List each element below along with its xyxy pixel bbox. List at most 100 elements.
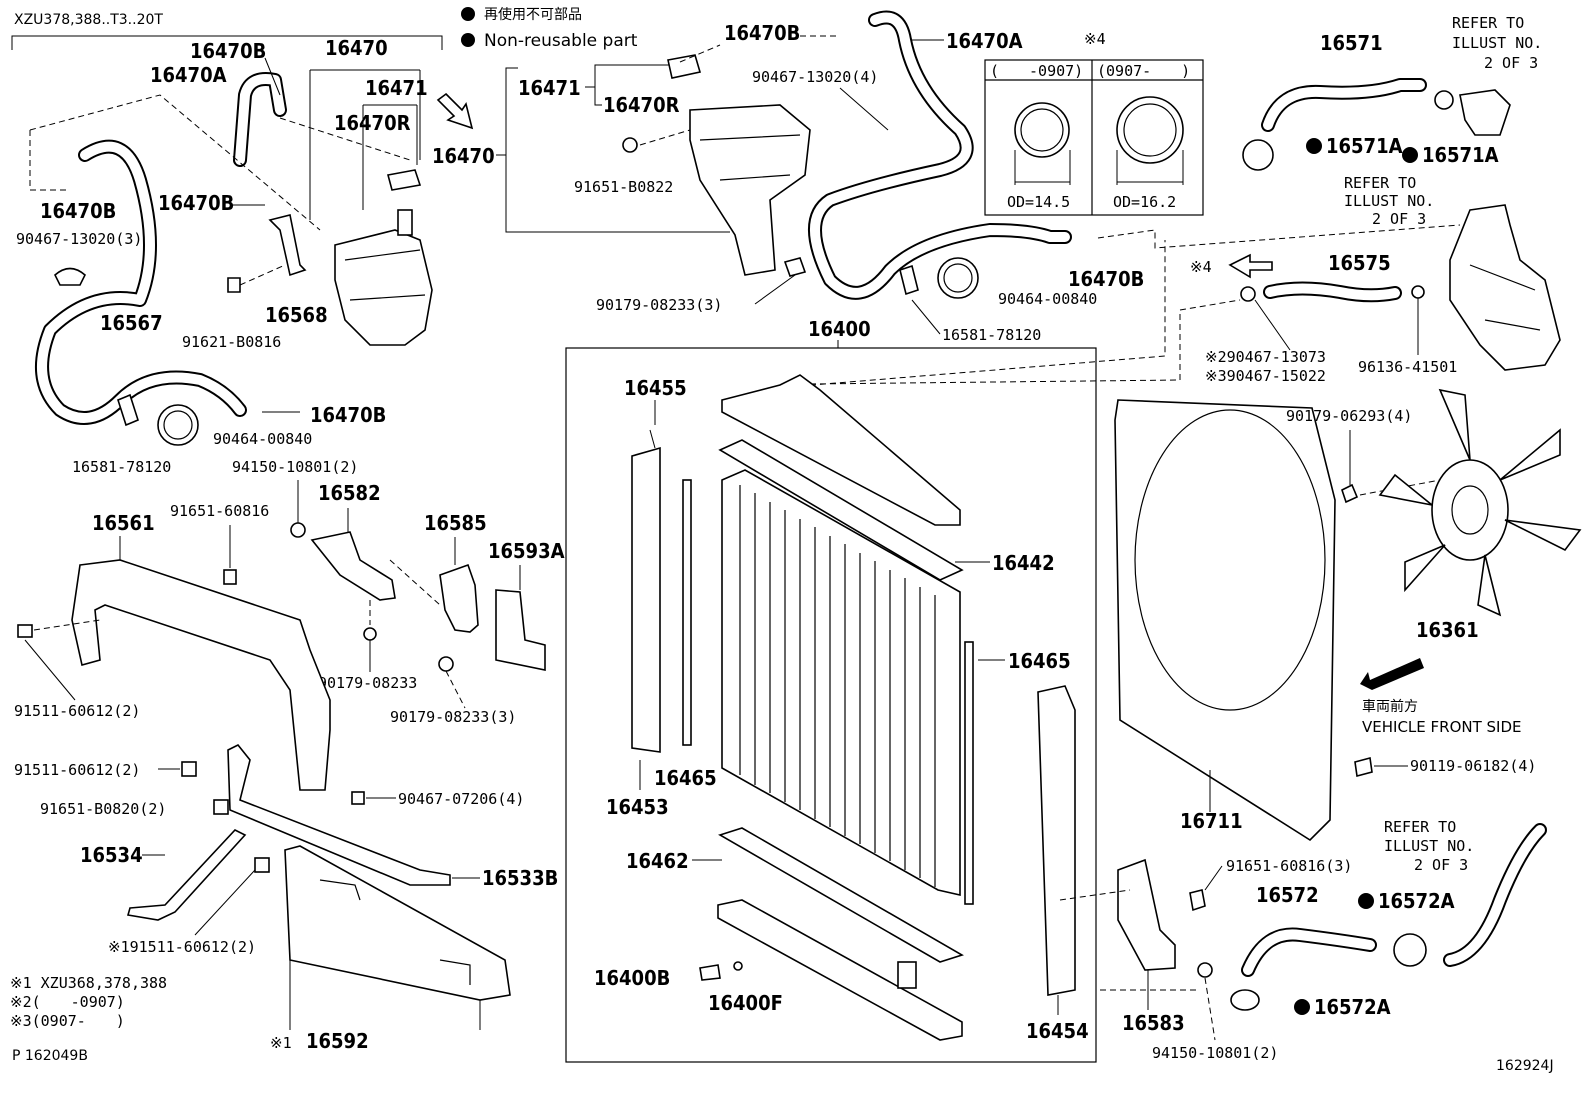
bolt-90119-06182 bbox=[1354, 756, 1373, 778]
fan-16361 bbox=[1378, 388, 1582, 617]
bolt-90467-07206 bbox=[351, 791, 365, 805]
label-16471-b: 16471 bbox=[518, 76, 581, 100]
label-90464-00840-b: 90464-00840 bbox=[998, 290, 1097, 308]
arrow-ref4 bbox=[1228, 253, 1273, 279]
label-16581-78120-a: 16581-78120 bbox=[72, 458, 171, 476]
label-16470-a: 16470 bbox=[325, 36, 388, 60]
seal-16465-left bbox=[682, 479, 692, 746]
label-91651-60816-3: 91651-60816(3) bbox=[1226, 857, 1352, 875]
label-16470B-e: 16470B bbox=[1068, 267, 1144, 291]
drain-16400B bbox=[699, 964, 721, 981]
nut-94150-a bbox=[290, 522, 306, 538]
model-code: XZU378,388..T3..20T bbox=[14, 12, 163, 28]
label-91511-60612-2a: 91511-60612(2) bbox=[14, 702, 140, 720]
nut-90179-08233-3b bbox=[438, 656, 454, 672]
plug-16400F bbox=[733, 961, 743, 971]
fan-shroud-16711 bbox=[1114, 399, 1336, 842]
water-inlet-housing bbox=[1449, 204, 1561, 371]
ref4-mark: ※4 bbox=[1084, 30, 1106, 48]
bolt-91651-B0820 bbox=[213, 799, 229, 815]
code-left: P 162049B bbox=[12, 1048, 88, 1064]
ref4-b: ※4 bbox=[1190, 258, 1212, 276]
footnote-1: ※1 XZU368,378,388 bbox=[10, 974, 167, 992]
bolt-91651-B0822 bbox=[622, 137, 638, 153]
label-16567: 16567 bbox=[100, 311, 163, 335]
bolt-91621 bbox=[227, 277, 241, 293]
bracket-16593A bbox=[495, 589, 546, 671]
label-16585: 16585 bbox=[424, 511, 487, 535]
label-91651-B0820-2: 91651-B0820(2) bbox=[40, 800, 166, 818]
label-16581-78120-b: 16581-78120 bbox=[942, 326, 1041, 344]
label-16572A-b: 16572A bbox=[1314, 995, 1391, 1019]
clamp-16572A-a bbox=[1393, 933, 1427, 967]
label-91511-60612-2b: 91511-60612(2) bbox=[14, 761, 140, 779]
label-91651-60816: 91651-60816 bbox=[170, 502, 269, 520]
clamp-16571A-b bbox=[1242, 139, 1274, 171]
label-16593A: 16593A bbox=[488, 539, 565, 563]
label-16471-a: 16471 bbox=[365, 76, 428, 100]
label-90467-07206-4: 90467-07206(4) bbox=[398, 790, 524, 808]
label-16400: 16400 bbox=[808, 317, 871, 341]
radiator-assembly-box bbox=[565, 347, 1097, 1063]
model-bracket bbox=[11, 35, 443, 50]
legend-jp: 再使用不可部品 bbox=[484, 6, 582, 23]
label-16470R-b: 16470R bbox=[603, 93, 680, 117]
label-16583: 16583 bbox=[1122, 1011, 1185, 1035]
label-90464-00840-a: 90464-00840 bbox=[213, 430, 312, 448]
label-94150-10801-2a: 94150-10801(2) bbox=[232, 458, 358, 476]
label-16592: 16592 bbox=[306, 1029, 369, 1053]
label-90179-06293-4: 90179-06293(4) bbox=[1286, 407, 1412, 425]
clamp-16572A-b bbox=[1230, 989, 1260, 1011]
label-16470B-c: 16470B bbox=[158, 191, 234, 215]
label-16534: 16534 bbox=[80, 843, 143, 867]
radiator-core bbox=[721, 469, 961, 897]
lower-tank bbox=[717, 899, 963, 1041]
vehicle-front-arrow bbox=[1360, 658, 1424, 690]
clip-16581-a bbox=[117, 393, 139, 427]
label-16561: 16561 bbox=[92, 511, 155, 535]
label-16582: 16582 bbox=[318, 481, 381, 505]
label-16400F: 16400F bbox=[708, 991, 783, 1015]
legend-en: Non-reusable part bbox=[484, 31, 638, 51]
label-16470B-top: 16470B bbox=[724, 21, 800, 45]
label-16470R-a: 16470R bbox=[334, 111, 411, 135]
bolt-91651-60816 bbox=[223, 569, 237, 585]
ref4-box bbox=[984, 59, 1204, 216]
refer1-l1: REFER TO bbox=[1452, 14, 1524, 32]
bracket-16470 bbox=[309, 69, 421, 220]
refer1-l2: ILLUST NO. bbox=[1452, 34, 1542, 52]
footnote-3: ※3(0907- ) bbox=[10, 1012, 125, 1030]
label-90467-13020-3: 90467-13020(3) bbox=[16, 230, 142, 248]
ref4-col1: ( -0907) bbox=[990, 62, 1083, 80]
gasket-16462 bbox=[718, 827, 964, 963]
refer2-l2: ILLUST NO. bbox=[1344, 192, 1434, 210]
label-16470A-a: 16470A bbox=[150, 63, 227, 87]
nut-94150-b bbox=[1197, 962, 1213, 978]
tank-cap bbox=[397, 209, 413, 236]
clip-16581-b bbox=[899, 264, 919, 296]
water-outlet bbox=[1459, 89, 1511, 136]
label-91511-60612-2c: ※191511-60612(2) bbox=[108, 938, 256, 956]
vehicle-front-en: VEHICLE FRONT SIDE bbox=[1362, 718, 1522, 736]
refer2-l1: REFER TO bbox=[1344, 174, 1416, 192]
ring-od16 bbox=[1116, 96, 1184, 164]
footnote-2: ※2( -0907) bbox=[10, 993, 125, 1011]
upper-tank bbox=[721, 374, 961, 526]
bracket-16568 bbox=[268, 214, 307, 277]
hose-16470A-long bbox=[808, 10, 1072, 300]
label-16462: 16462 bbox=[626, 849, 689, 873]
label-16361: 16361 bbox=[1416, 618, 1479, 642]
label-16455: 16455 bbox=[624, 376, 687, 400]
refer2-l3: 2 OF 3 bbox=[1372, 210, 1426, 228]
reserve-tank bbox=[334, 229, 433, 346]
label-91621-B0816: 91621-B0816 bbox=[182, 333, 281, 351]
nut-90179-06293 bbox=[1341, 483, 1359, 504]
bar-16533B bbox=[227, 743, 451, 886]
reserve-tank-center bbox=[689, 104, 811, 276]
label-16470-arrow: 16470 bbox=[432, 144, 495, 168]
plug-96136 bbox=[1411, 285, 1425, 299]
radiator-fins bbox=[739, 485, 936, 887]
refer3-l1: REFER TO bbox=[1384, 818, 1456, 836]
stay-16534 bbox=[126, 829, 247, 921]
cap-16470R bbox=[667, 54, 702, 79]
